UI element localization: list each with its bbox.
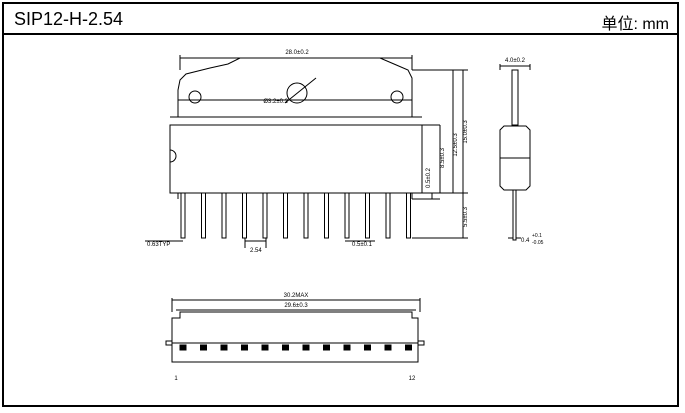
pin-pad xyxy=(323,344,330,351)
side-body xyxy=(499,125,531,191)
dim-lead-thickness: 0.4 xyxy=(521,238,530,244)
lead xyxy=(283,192,288,239)
dim-height-total: 15.0±0.3 xyxy=(463,120,469,144)
bottom-edge-left xyxy=(165,340,173,346)
pin-pad xyxy=(241,344,248,351)
dim-body-height: 8.5±0.3 xyxy=(440,147,446,168)
lead xyxy=(303,192,309,239)
dim-lead-offset: 0.63TYP xyxy=(147,242,170,248)
pin-pad xyxy=(405,344,412,351)
dim-lead-length: 5.5±0.3 xyxy=(463,206,469,227)
pin-pad xyxy=(343,344,351,351)
bottom-pins xyxy=(179,344,412,351)
front-leads xyxy=(180,192,411,239)
lead xyxy=(344,192,350,239)
package-title: SIP12-H-2.54 xyxy=(14,9,124,29)
lead xyxy=(242,192,247,239)
dim-lead-width: 0.5±0.1 xyxy=(352,242,373,248)
lead xyxy=(180,192,186,239)
dim-height-upper: 12.5±0.3 xyxy=(453,133,459,157)
title-bar: SIP12-H-2.54 单位: mm xyxy=(4,4,677,35)
lead xyxy=(406,192,411,239)
pin-pad xyxy=(179,344,187,351)
dim-lead-tol-plus: +0.1 xyxy=(532,233,542,239)
bottom-edge-right xyxy=(417,340,425,346)
dim-total-length: 28.0±0.2 xyxy=(285,50,309,56)
dim-pitch: 2.54 xyxy=(250,248,262,254)
mount-hole-right xyxy=(390,90,404,104)
pin-label-last: 12 xyxy=(409,376,416,382)
lead xyxy=(221,192,227,239)
lead xyxy=(201,192,206,239)
bottom-body xyxy=(171,311,419,363)
dim-body-width: 29.6±0.3 xyxy=(284,303,308,309)
heatsink-tab xyxy=(177,57,413,101)
side-lead xyxy=(512,189,517,241)
pin-pad xyxy=(302,344,310,351)
pin-pad xyxy=(200,344,207,351)
pin-pad xyxy=(261,344,269,351)
dim-hole-diameter: Ø3.2±0.2 xyxy=(263,99,288,105)
pin-pad xyxy=(220,344,228,351)
lead xyxy=(365,192,370,239)
unit-label: 单位: mm xyxy=(601,16,669,33)
pin-pad xyxy=(282,344,289,351)
pin-pad xyxy=(384,344,392,351)
dim-standoff: 0.5±0.2 xyxy=(426,167,432,188)
hole-leader xyxy=(284,77,317,104)
dim-lead-tol-minus: -0.05 xyxy=(532,240,544,246)
lead xyxy=(262,192,268,239)
pin-label-first: 1 xyxy=(174,376,178,382)
dim-body-depth: 4.0±0.2 xyxy=(505,58,526,64)
side-tab xyxy=(511,69,519,126)
mount-hole-left xyxy=(188,90,202,104)
package-body xyxy=(169,124,423,194)
pin1-notch xyxy=(169,149,177,163)
pin-pad xyxy=(364,344,371,351)
center-hole xyxy=(286,82,308,104)
drawing-frame: SIP12-H-2.54 单位: mm xyxy=(2,2,679,407)
dim-max-width: 30.2MAX xyxy=(284,293,309,299)
lead xyxy=(385,192,391,239)
lead xyxy=(324,192,329,239)
